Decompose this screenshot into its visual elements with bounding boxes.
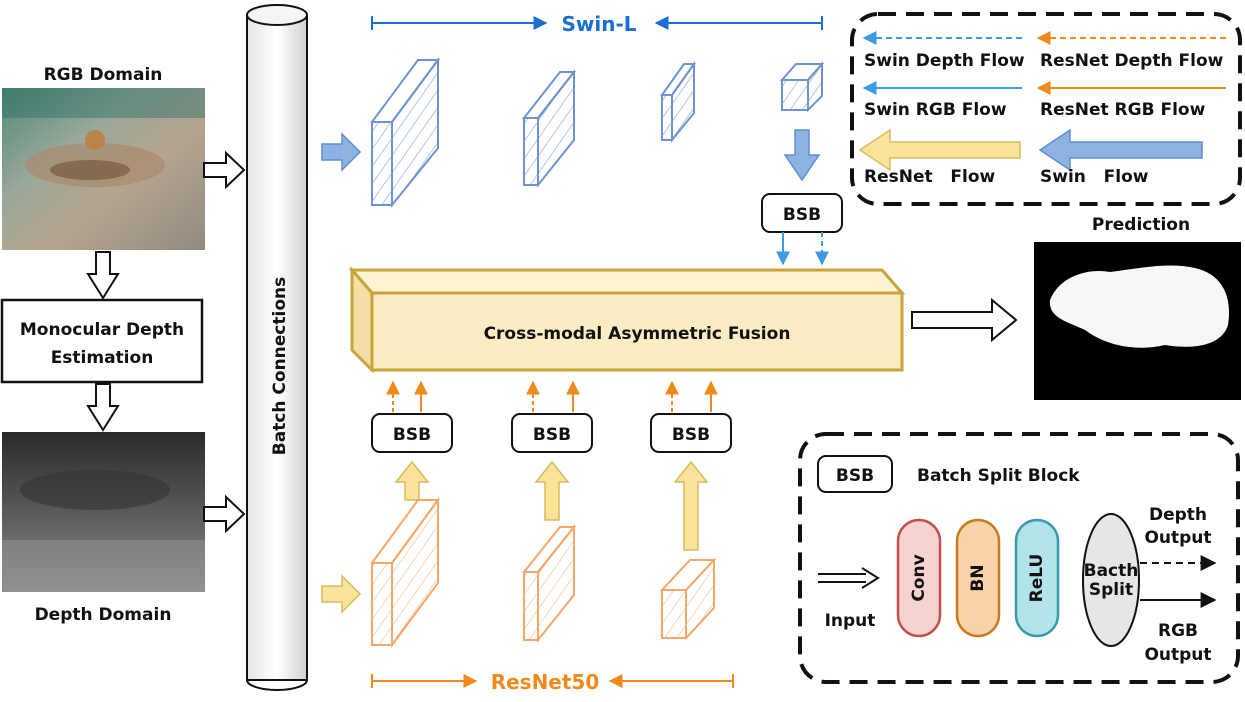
swin-input-arrow xyxy=(321,132,362,172)
conv-label: Conv xyxy=(909,554,929,601)
depth-output-line1: Depth xyxy=(1149,505,1207,525)
swin-scale-bar xyxy=(371,16,823,30)
bsb-input-label: Input xyxy=(825,611,876,631)
bsb-input-arrow xyxy=(818,567,880,589)
rgb-domain-label: RGB Domain xyxy=(44,65,163,85)
resnet-up-arrow-3 xyxy=(673,460,709,551)
swin-feature-block-4 xyxy=(779,61,825,113)
rgb-output-line1: RGB xyxy=(1158,621,1198,641)
relu-label: ReLU xyxy=(1027,554,1047,603)
swin-down-arrow xyxy=(783,129,821,182)
down-arrow-1 xyxy=(86,251,120,300)
resnet-to-fusion-arrows xyxy=(386,380,718,412)
bsb-resnet-2-label: BSB xyxy=(533,425,571,445)
resnet-feature-block-3 xyxy=(659,557,717,641)
depth-estimation-line2: Estimation xyxy=(51,348,154,368)
bsb-detail-tag-box xyxy=(817,455,893,493)
resnet-input-arrow xyxy=(321,574,362,614)
bn-label: BN xyxy=(968,564,988,591)
legend-swin-flow-label: Swin Flow xyxy=(1040,167,1149,187)
swin-label: Swin-L xyxy=(561,12,636,36)
bsb-detail-tag: BSB xyxy=(836,466,874,486)
batch-split-line2: Split xyxy=(1089,580,1133,600)
bsb-resnet-3: BSB xyxy=(650,413,732,453)
bsb-swin: BSB xyxy=(761,193,843,233)
depth-estimation-box: Monocular Depth Estimation xyxy=(0,298,204,384)
batch-split-line1: Bacth xyxy=(1084,561,1139,581)
depth-output-line2: Output xyxy=(1144,528,1211,548)
prediction-mask xyxy=(1034,242,1241,400)
legend-resnet-rgb-label: ResNet RGB Flow xyxy=(1040,100,1206,120)
rgb-output-line2: Output xyxy=(1144,645,1211,665)
legend-resnet-depth-label: ResNet Depth Flow xyxy=(1040,51,1224,71)
resnet-scale-bar xyxy=(371,674,734,688)
bsb-detail-title: Batch Split Block xyxy=(917,466,1080,486)
legend-swin-flow-arrow xyxy=(1038,128,1203,172)
rgb-image xyxy=(2,88,205,250)
fusion-to-prediction-arrow xyxy=(911,297,1018,343)
depth-to-batch-arrow xyxy=(203,494,246,534)
swin-feature-block-3 xyxy=(660,60,696,143)
batch-connections-label: Batch Connections xyxy=(270,277,290,455)
fusion-label: Cross-modal Asymmetric Fusion xyxy=(484,324,791,344)
resnet-up-arrow-2 xyxy=(534,460,570,521)
down-arrow-2 xyxy=(86,383,120,432)
legend-resnet-flow-arrow xyxy=(858,128,1021,172)
bsb-resnet-3-label: BSB xyxy=(672,425,710,445)
resnet-up-arrow-1 xyxy=(394,460,430,501)
depth-image xyxy=(2,432,205,592)
bsb-resnet-2: BSB xyxy=(511,413,593,453)
batch-split-node xyxy=(1082,513,1140,647)
bsb-resnet-1-label: BSB xyxy=(393,425,431,445)
depth-estimation-line1: Monocular Depth xyxy=(20,320,184,340)
legend-swin-rgb-label: Swin RGB Flow xyxy=(864,100,1007,120)
conv-block xyxy=(896,518,942,638)
swin-feature-block-1 xyxy=(370,56,440,208)
rgb-to-batch-arrow xyxy=(203,150,246,190)
legend-resnet-flow-label: ResNet Flow xyxy=(864,167,995,187)
relu-block xyxy=(1014,518,1060,638)
bn-block xyxy=(955,518,1001,638)
legend-swin-depth-label: Swin Depth Flow xyxy=(864,51,1025,71)
resnet-feature-block-2 xyxy=(521,524,577,643)
fusion-block xyxy=(348,265,906,374)
bsb-resnet-1: BSB xyxy=(371,413,453,453)
bsb-swin-label: BSB xyxy=(783,205,821,225)
batch-connections-cylinder xyxy=(246,4,308,691)
swin-feature-block-2 xyxy=(521,69,577,188)
prediction-label: Prediction xyxy=(1092,215,1190,235)
resnet-label: ResNet50 xyxy=(491,670,600,694)
resnet-feature-block-1 xyxy=(370,496,440,649)
depth-domain-label: Depth Domain xyxy=(35,605,172,625)
